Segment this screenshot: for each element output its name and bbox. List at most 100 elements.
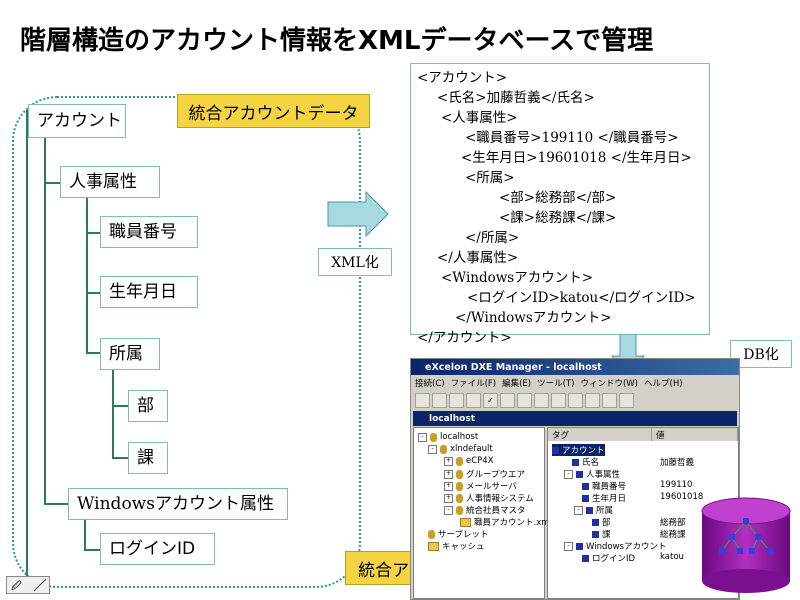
- tree-item[interactable]: -xlndefault: [428, 444, 493, 454]
- tree-item[interactable]: +eCP4X: [444, 456, 494, 466]
- database-icon: [456, 505, 463, 515]
- servlet-icon: [428, 529, 435, 539]
- toolbar-button[interactable]: [517, 392, 532, 408]
- element-icon: [552, 446, 559, 454]
- app-menu-bar: 接続(C) ファイル(F) 編集(E) ツール(T) ウィンドウ(W) ヘルプ(…: [411, 376, 739, 390]
- tree-connector: [84, 549, 100, 551]
- xml-line: <アカウント>: [417, 70, 508, 86]
- xml-tree-row[interactable]: -人事属性: [564, 468, 620, 480]
- element-icon: [576, 542, 583, 550]
- tree-item[interactable]: +メールサーバ: [444, 481, 517, 492]
- tree-connector: [112, 405, 128, 407]
- tree-connector: [44, 503, 68, 505]
- app-title: eXcelon DXE Manager - localhost: [425, 361, 602, 373]
- xml-tree-row[interactable]: 生年月日: [582, 492, 626, 504]
- page-title: 階層構造のアカウント情報をXMLデータベースで管理: [20, 26, 654, 56]
- tree-node-login: ログインID: [100, 533, 215, 565]
- menu-item[interactable]: 接続(C): [415, 379, 445, 389]
- xml-tree-row[interactable]: -所属: [574, 504, 613, 516]
- xml-line: <部>総務部</部>: [499, 190, 617, 206]
- element-icon: [572, 458, 579, 466]
- column-header-tag[interactable]: タグ: [548, 428, 652, 441]
- tree-trunk-line: [26, 110, 28, 588]
- tree-node-ka: 課: [128, 442, 168, 474]
- tree-item[interactable]: -localhost: [418, 432, 478, 442]
- tree-connector: [86, 352, 100, 354]
- menu-item[interactable]: ヘルプ(H): [644, 379, 683, 389]
- tree-node-seinen: 生年月日: [100, 276, 198, 308]
- db-ka-label: DB化: [730, 340, 792, 368]
- element-icon: [592, 518, 599, 526]
- xml-line: <ログインID>katou</ログインID>: [467, 290, 696, 306]
- toolbar-button[interactable]: [534, 392, 549, 408]
- xml-line: <職員番号>199110 </職員番号>: [465, 130, 679, 146]
- database-cylinder-icon: [701, 497, 791, 593]
- toolbar-button[interactable]: [585, 392, 600, 408]
- element-icon: [586, 506, 593, 514]
- folder-icon: [428, 541, 439, 551]
- tree-connector: [86, 232, 100, 234]
- tree-item[interactable]: 職員アカウント.xm: [460, 516, 550, 528]
- xml-tree-row[interactable]: 氏名: [572, 456, 599, 468]
- tree-node-jinji: 人事属性: [60, 166, 160, 198]
- tree-node-account: アカウント: [28, 104, 126, 138]
- menu-item[interactable]: 編集(E): [502, 379, 532, 389]
- integrated-data-label: 統合アカウントデータ: [177, 94, 370, 128]
- tree-connector: [44, 182, 60, 184]
- tree-item[interactable]: サーブレット: [428, 528, 489, 540]
- toolbar-button[interactable]: [466, 392, 481, 408]
- xml-tree-row[interactable]: アカウント: [552, 444, 605, 456]
- xml-ka-label: XML化: [318, 248, 392, 276]
- xml-tree-row[interactable]: ログインID: [582, 552, 635, 564]
- left-tree-pane: -localhost -xlndefault +eCP4X +グループウエア +…: [413, 427, 550, 599]
- toolbar-button[interactable]: [415, 392, 430, 408]
- xml-value: 199110: [660, 480, 693, 490]
- database-icon: [440, 444, 447, 454]
- tree-item[interactable]: +人事情報システム: [444, 493, 534, 504]
- pane-title-bar: localhost: [413, 411, 737, 426]
- tree-branch-line: [112, 368, 114, 458]
- xml-line: </所属>: [465, 230, 520, 246]
- toolbar-button[interactable]: [432, 392, 447, 408]
- toolbar-button[interactable]: [551, 392, 566, 408]
- menu-item[interactable]: ファイル(F): [450, 379, 497, 389]
- tree-item[interactable]: +グループウエア: [444, 469, 525, 480]
- corner-widget-icon[interactable]: 🖉: [6, 576, 50, 594]
- tree-branch-line: [86, 198, 88, 353]
- xml-tree-row[interactable]: 課: [592, 528, 611, 540]
- tree-item[interactable]: -統合社員マスタ: [444, 504, 526, 516]
- svg-text:🖉: 🖉: [11, 580, 22, 592]
- column-header-value[interactable]: 値: [652, 428, 738, 441]
- toolbar-button[interactable]: [568, 392, 583, 408]
- xml-tree-row[interactable]: 職員番号: [582, 480, 626, 492]
- tree-branch-line: [44, 136, 46, 504]
- tree-connector: [86, 292, 100, 294]
- xml-tree-row[interactable]: -Windowsアカウント: [564, 540, 666, 552]
- menu-item[interactable]: ウィンドウ(W): [580, 379, 638, 389]
- xml-line: <課>総務課</課>: [499, 210, 617, 226]
- xml-line: <Windowsアカウント>: [441, 270, 594, 286]
- app-toolbar: ✓: [411, 391, 739, 409]
- xml-tree-row[interactable]: 部: [592, 516, 611, 528]
- document-icon: [460, 517, 471, 527]
- database-icon: [456, 456, 463, 466]
- xml-line: <人事属性>: [441, 110, 518, 126]
- toolbar-button[interactable]: [449, 392, 464, 408]
- element-icon: [582, 482, 589, 490]
- element-icon: [592, 530, 599, 538]
- toolbar-button[interactable]: [602, 392, 617, 408]
- xml-line: </アカウント>: [417, 330, 512, 346]
- menu-item[interactable]: ツール(T): [537, 379, 575, 389]
- xml-line: <氏名>加藤哲義</氏名>: [437, 90, 595, 106]
- check-icon[interactable]: ✓: [483, 392, 498, 408]
- xml-value: 総務課: [660, 530, 686, 540]
- xml-line: <所属>: [465, 170, 515, 186]
- pane-title: localhost: [429, 413, 476, 424]
- tree-item[interactable]: キャッシュ: [428, 540, 485, 552]
- toolbar-button[interactable]: [619, 392, 634, 408]
- toolbar-button[interactable]: [500, 392, 515, 408]
- xml-line: <生年月日>19601018 </生年月日>: [461, 150, 692, 166]
- tree-node-shokuin: 職員番号: [100, 216, 198, 248]
- tree-node-windows: Windowsアカウント属性: [68, 488, 288, 520]
- tree-connector: [112, 457, 128, 459]
